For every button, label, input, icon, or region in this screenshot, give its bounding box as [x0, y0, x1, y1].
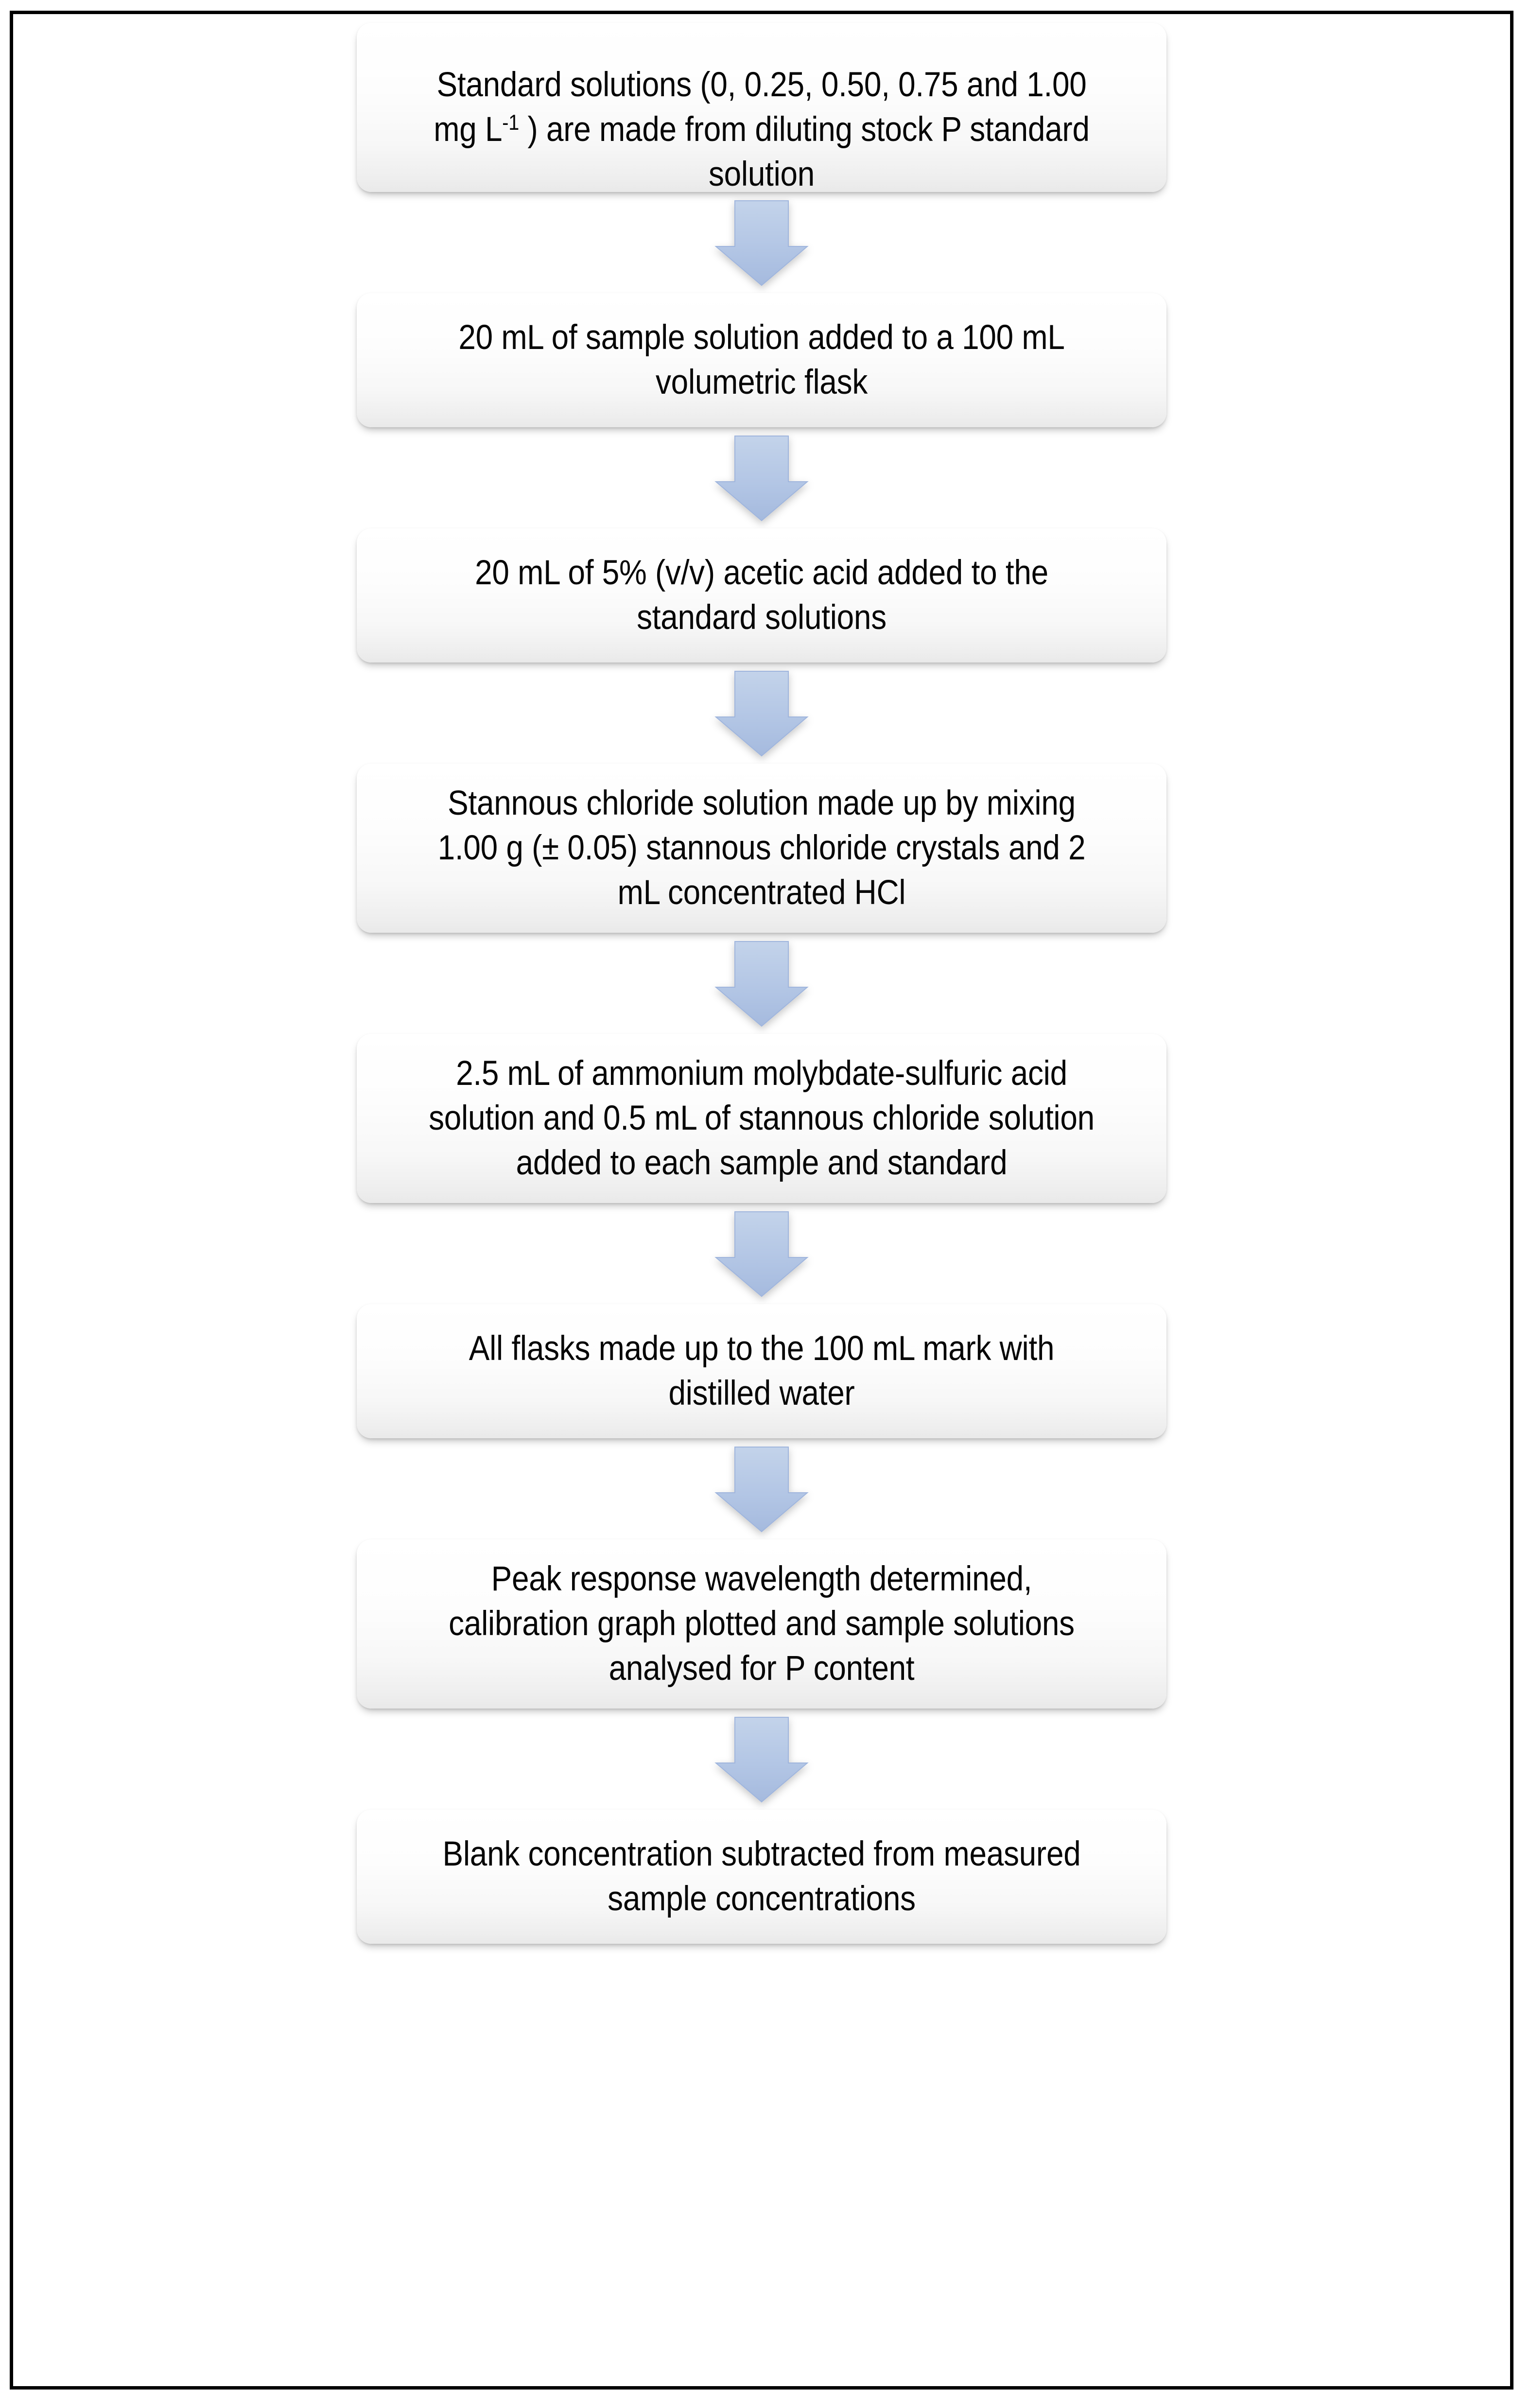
- flowchart-step-8: Blank concentration subtracted from meas…: [357, 1810, 1166, 1944]
- step-1-superscript: -1: [502, 111, 519, 135]
- flowchart-step-7: Peak response wavelength determined, cal…: [357, 1539, 1166, 1709]
- down-arrow-icon: [714, 200, 809, 286]
- figure-frame: Standard solutions (0, 0.25, 0.50, 0.75 …: [10, 11, 1513, 2390]
- down-arrow-icon: [714, 1211, 809, 1297]
- connector-arrow-3: [714, 669, 809, 758]
- step-8-label: Blank concentration subtracted from meas…: [442, 1834, 1081, 1918]
- step-5-label: 2.5 mL of ammonium molybdate-sulfuric ac…: [429, 1054, 1095, 1183]
- step-7-label: Peak response wavelength determined, cal…: [449, 1559, 1075, 1688]
- down-arrow-icon: [714, 436, 809, 522]
- connector-arrow-2: [714, 434, 809, 523]
- flowchart-container: Standard solutions (0, 0.25, 0.50, 0.75 …: [13, 14, 1510, 2386]
- step-6-label: All flasks made up to the 100 mL mark wi…: [469, 1329, 1055, 1413]
- step-4-label: Stannous chloride solution made up by mi…: [437, 784, 1086, 912]
- flowchart-step-5: 2.5 mL of ammonium molybdate-sulfuric ac…: [357, 1034, 1166, 1203]
- step-1-label: Standard solutions (0, 0.25, 0.50, 0.75 …: [428, 17, 1095, 197]
- connector-arrow-5: [714, 1210, 809, 1298]
- flowchart-step-4: Stannous chloride solution made up by mi…: [357, 764, 1166, 933]
- down-arrow-icon: [714, 1447, 809, 1533]
- flowchart-step-2: 20 mL of sample solution added to a 100 …: [357, 293, 1166, 427]
- connector-arrow-6: [714, 1445, 809, 1534]
- step-1-text-part-b: ) are made from diluting stock P standar…: [519, 110, 1090, 194]
- down-arrow-icon: [714, 1717, 809, 1803]
- connector-arrow-7: [714, 1715, 809, 1804]
- step-1-text-part-a: Standard solutions (0, 0.25, 0.50, 0.75 …: [434, 65, 1087, 149]
- step-2-label: 20 mL of sample solution added to a 100 …: [458, 318, 1065, 401]
- step-3-label: 20 mL of 5% (v/v) acetic acid added to t…: [475, 553, 1048, 637]
- connector-arrow-4: [714, 940, 809, 1028]
- flowchart-step-3: 20 mL of 5% (v/v) acetic acid added to t…: [357, 528, 1166, 663]
- flowchart-step-1: Standard solutions (0, 0.25, 0.50, 0.75 …: [357, 23, 1166, 193]
- flowchart-step-6: All flasks made up to the 100 mL mark wi…: [357, 1304, 1166, 1438]
- down-arrow-icon: [714, 671, 809, 757]
- connector-arrow-1: [714, 199, 809, 287]
- down-arrow-icon: [714, 941, 809, 1027]
